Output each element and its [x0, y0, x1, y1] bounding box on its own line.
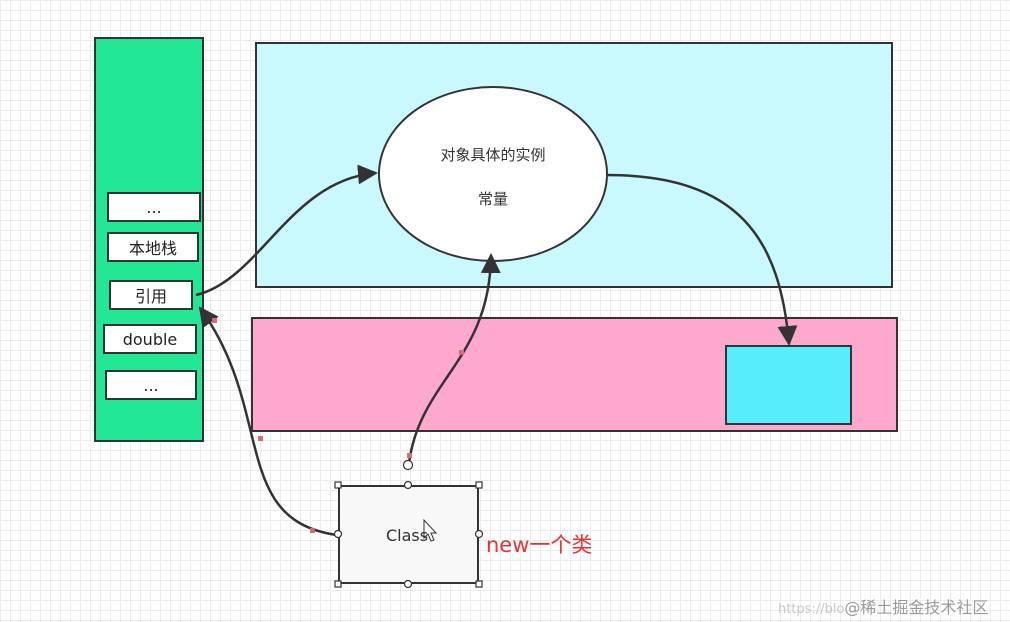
class-to-instance-arrow: [407, 253, 501, 464]
stack-slot-ellipsis-bottom: ...: [105, 370, 197, 400]
stack-slot-double: double: [103, 324, 197, 354]
new-class-annotation: new一个类: [486, 533, 593, 557]
constant-label: 常量: [477, 190, 508, 208]
mouse-cursor-icon: [423, 518, 438, 542]
watermark-text: @稀土掘金技术社区: [844, 598, 989, 617]
stack-slot-reference: 引用: [109, 280, 193, 310]
stack-slot-native-stack: 本地栈: [107, 232, 199, 262]
stack-slot-ellipsis-top: ...: [107, 192, 201, 222]
instance-to-method-area-arrow: [605, 173, 798, 346]
watermark: https://blo@稀土掘金技术社区: [778, 594, 988, 618]
class-label: Class: [386, 526, 429, 545]
class-box-selection-handles[interactable]: [333, 459, 484, 589]
class-to-reference-arrow: [198, 306, 338, 537]
reference-to-instance-arrow: [195, 164, 378, 297]
object-instance-label: 对象具体的实例: [440, 146, 546, 164]
method-area-inner-box: [725, 345, 852, 425]
watermark-url: https://blo: [778, 602, 845, 617]
connection-point-markers: [212, 318, 464, 533]
object-instance-ellipse: 对象具体的实例 常量: [378, 86, 608, 262]
